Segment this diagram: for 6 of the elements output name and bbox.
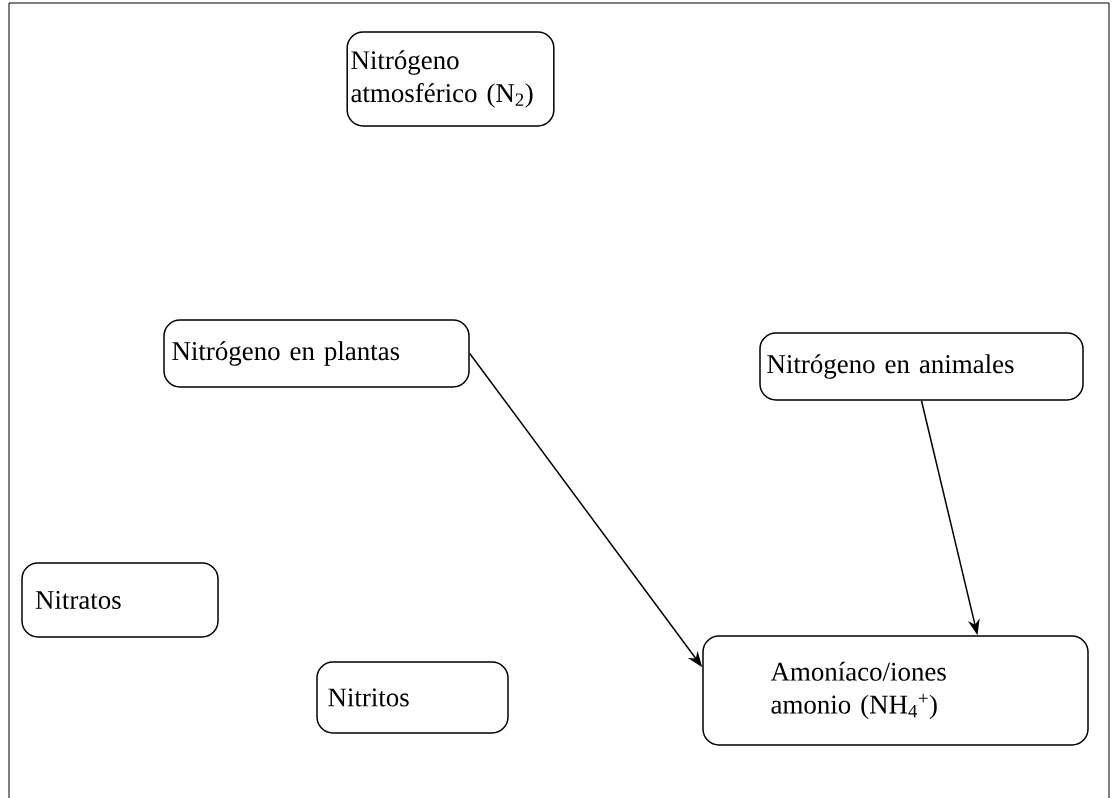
rounded-box: Nitritos: [316, 661, 509, 734]
rounded-box: Nitrógeno atmosférico (N$_{2}$): [346, 31, 555, 127]
rounded-box: Amoníaco/iones amonio (NH$_{4}$$^{+}$): [702, 635, 1089, 746]
rounded-box: Nitratos: [21, 562, 219, 638]
rounded-box: Nitrógeno en animales: [759, 332, 1084, 401]
rounded-box: Nitrógeno en plantas: [163, 319, 470, 388]
